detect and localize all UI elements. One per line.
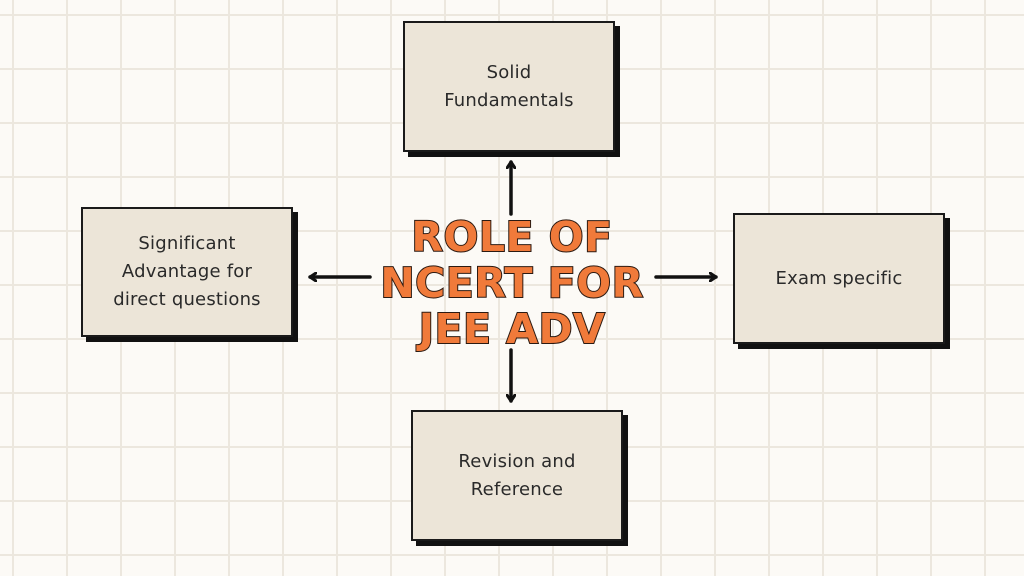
node-solid-fundamentals: Solid Fundamentals bbox=[403, 21, 615, 152]
node-label: Revision and Reference bbox=[458, 450, 576, 500]
node-revision-reference: Revision and Reference bbox=[411, 410, 623, 541]
central-title: ROLE OF NCERT FOR JEE ADV bbox=[379, 213, 644, 353]
node-label: Solid Fundamentals bbox=[444, 61, 574, 111]
node-label: Significant Advantage for direct questio… bbox=[113, 233, 261, 310]
node-label: Exam specific bbox=[775, 267, 903, 289]
node-exam-specific: Exam specific bbox=[733, 213, 945, 344]
node-significant-advantage: Significant Advantage for direct questio… bbox=[81, 207, 293, 337]
